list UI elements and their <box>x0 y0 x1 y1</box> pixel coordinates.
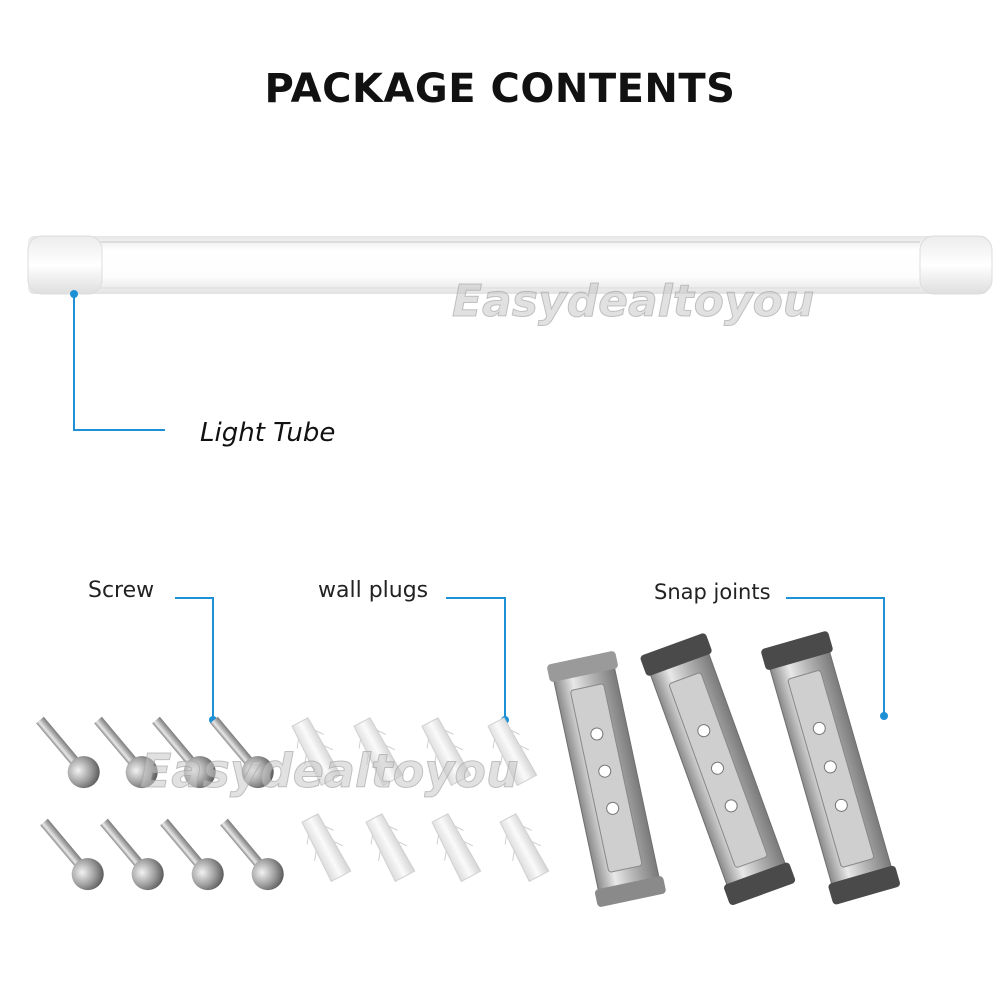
watermark: Easydealtoyou <box>451 276 815 328</box>
screws <box>36 716 284 891</box>
wall-plugs-label: wall plugs <box>318 578 429 603</box>
snap-joints <box>547 631 900 907</box>
light-tube <box>27 235 993 295</box>
callout-lines <box>73 296 885 718</box>
watermark: Easydealtoyou <box>140 744 520 799</box>
screw-label: Screw <box>88 578 155 603</box>
page-title: PACKAGE CONTENTS <box>264 66 736 112</box>
snap-joints-label: Snap joints <box>654 580 771 604</box>
wall-plugs <box>291 717 550 883</box>
light-tube-label: Light Tube <box>200 418 336 448</box>
